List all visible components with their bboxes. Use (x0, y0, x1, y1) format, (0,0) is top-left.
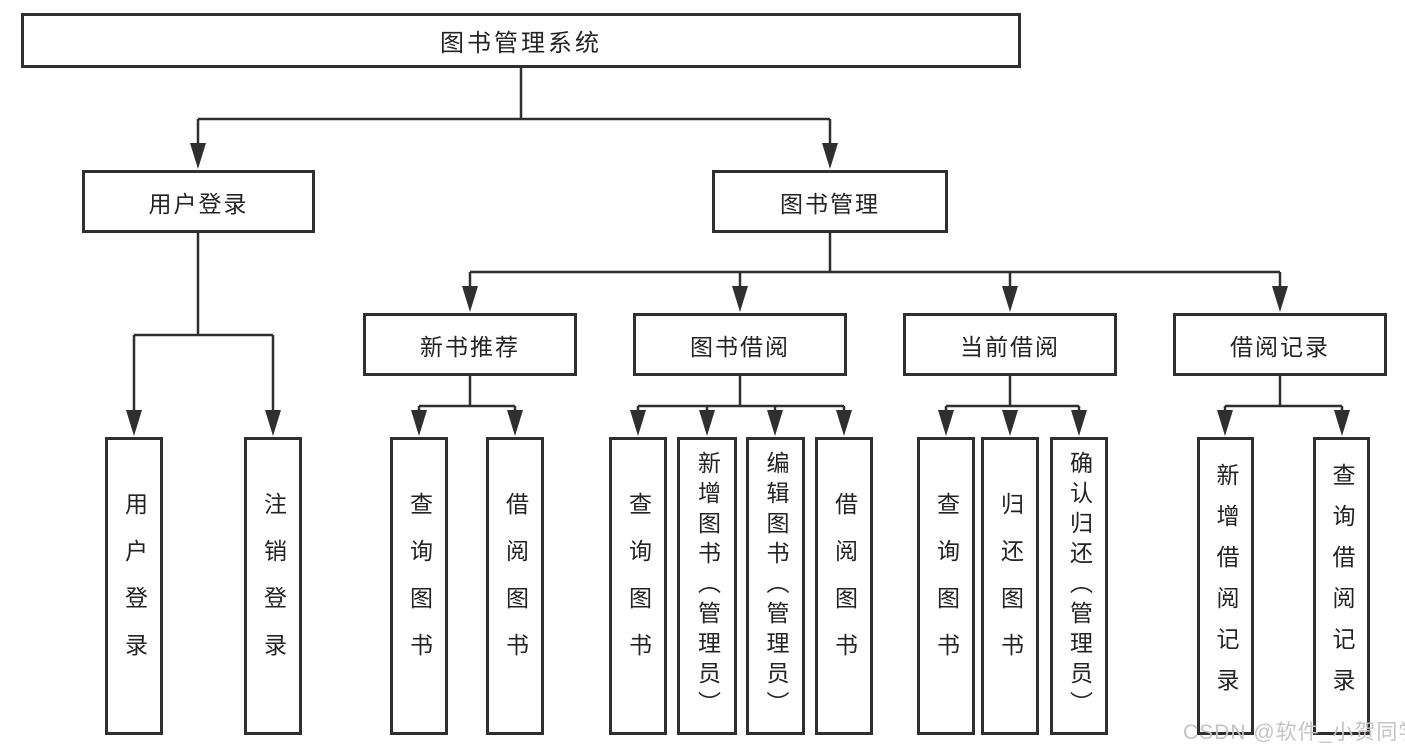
leaf-edit-book-admin: 编辑图书（管理员） (746, 437, 805, 735)
leaf-logout: 注销登录 (244, 437, 302, 735)
node-book-management-branch: 图书管理 (712, 170, 948, 233)
leaf-user-login: 用户登录 (105, 437, 163, 735)
node-user-login-branch: 用户登录 (82, 170, 315, 233)
node-new-book-recommend: 新书推荐 (363, 313, 577, 376)
node-current-borrow: 当前借阅 (903, 313, 1117, 376)
leaf-add-book-admin: 新增图书（管理员） (677, 437, 737, 735)
leaf-query-book-1: 查询图书 (390, 437, 448, 735)
leaf-add-borrow-record: 新增借阅记录 (1197, 437, 1254, 735)
leaf-query-borrow-record: 查询借阅记录 (1313, 437, 1370, 735)
leaf-confirm-return-admin: 确认归还（管理员） (1050, 437, 1108, 735)
leaf-query-book-3: 查询图书 (917, 437, 975, 735)
leaf-return-book: 归还图书 (981, 437, 1039, 735)
leaf-borrow-book-1: 借阅图书 (486, 437, 544, 735)
node-book-borrow: 图书借阅 (633, 313, 847, 376)
csdn-watermark: CSDN @软件_小贺同学 (1183, 721, 1405, 744)
node-borrow-records: 借阅记录 (1173, 313, 1387, 376)
leaf-borrow-book-2: 借阅图书 (815, 437, 873, 735)
leaf-query-book-2: 查询图书 (609, 437, 667, 735)
node-root-system: 图书管理系统 (21, 13, 1021, 68)
